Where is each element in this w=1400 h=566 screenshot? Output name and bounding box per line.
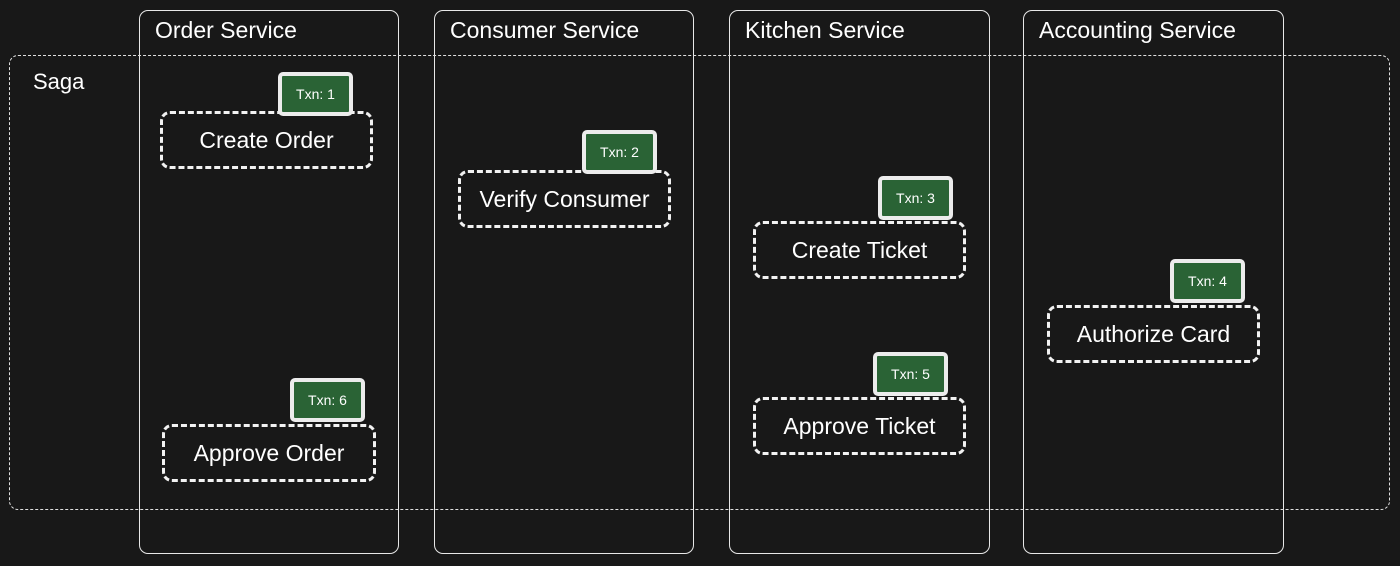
step-label: Create Order (199, 126, 334, 153)
lane-kitchen-service: Kitchen Service (729, 10, 990, 554)
lane-accounting-service: Accounting Service (1023, 10, 1284, 554)
saga-boundary: Saga (9, 55, 1390, 510)
step-label: Create Ticket (791, 236, 928, 263)
txn-badge-4: Txn: 4 (1170, 259, 1245, 303)
lane-title: Order Service (155, 17, 297, 43)
txn-badge-2: Txn: 2 (582, 130, 657, 174)
txn-badge-1: Txn: 1 (278, 72, 353, 116)
txn-badge-5: Txn: 5 (873, 352, 948, 396)
lane-title: Consumer Service (450, 17, 640, 43)
step-label: Approve Ticket (783, 412, 936, 439)
step-create-order: Create Order (160, 111, 373, 169)
step-verify-consumer: Verify Consumer (458, 170, 671, 228)
lane-consumer-service: Consumer Service (434, 10, 694, 554)
step-approve-order: Approve Order (162, 424, 376, 482)
lane-title: Kitchen Service (745, 17, 905, 43)
step-label: Verify Consumer (479, 185, 650, 212)
txn-badge-6: Txn: 6 (290, 378, 365, 422)
lane-order-service: Order Service (139, 10, 399, 554)
step-authorize-card: Authorize Card (1047, 305, 1260, 363)
lane-title: Accounting Service (1039, 17, 1236, 43)
saga-label: Saga (33, 69, 85, 94)
txn-badge-3: Txn: 3 (878, 176, 953, 220)
step-approve-ticket: Approve Ticket (753, 397, 966, 455)
step-label: Authorize Card (1076, 320, 1231, 347)
step-create-ticket: Create Ticket (753, 221, 966, 279)
step-label: Approve Order (193, 439, 345, 466)
